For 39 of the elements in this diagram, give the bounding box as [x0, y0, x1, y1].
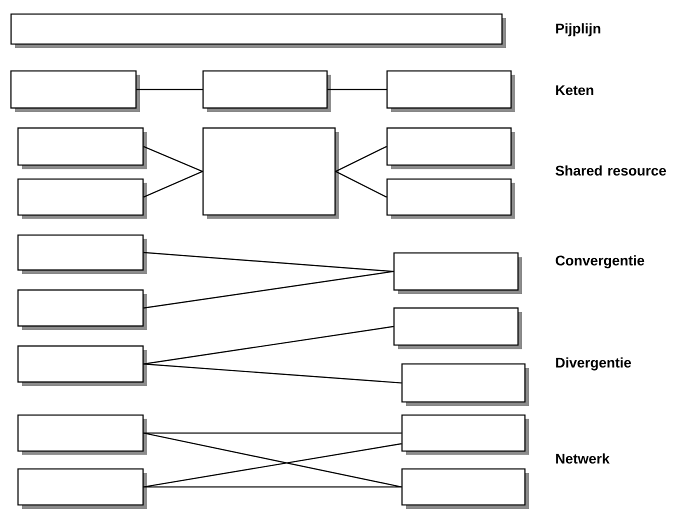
- shadowed-box: [10, 14, 506, 48]
- row-label: Pijplijn: [556, 23, 600, 36]
- connector-line: [144, 432, 402, 434]
- shadowed-box: [202, 70, 331, 112]
- row-label: Convergentie: [556, 255, 644, 268]
- row-label: Keten: [556, 85, 594, 96]
- shadowed-box: [17, 127, 147, 170]
- connector-line: [143, 146, 203, 172]
- shadowed-box: [17, 414, 147, 455]
- shadowed-box: [17, 289, 147, 330]
- shadowed-box: [17, 234, 147, 274]
- shadowed-box: [10, 70, 140, 112]
- shadowed-box: [17, 345, 147, 386]
- shadowed-box: [386, 70, 515, 112]
- shadowed-box: [386, 127, 515, 170]
- shadowed-box: [401, 414, 530, 455]
- shadowed-box: [17, 468, 147, 510]
- connector-line: [144, 270, 394, 309]
- connector-line: [144, 326, 394, 365]
- row-label: Netwerk: [556, 453, 610, 464]
- shadowed-box: [202, 127, 339, 219]
- connector-line: [143, 170, 203, 198]
- row-label: Divergentie: [556, 357, 631, 370]
- connector-line: [144, 443, 402, 488]
- connector-line: [328, 88, 386, 90]
- connector-line: [136, 88, 202, 90]
- connector-line: [144, 486, 402, 488]
- connector-line: [144, 432, 402, 488]
- shadowed-box: [386, 178, 515, 219]
- shadowed-box: [393, 252, 522, 294]
- connector-line: [144, 363, 402, 384]
- shadowed-box: [393, 307, 522, 350]
- connector-line: [335, 146, 387, 172]
- shadowed-box: [401, 363, 530, 406]
- connector-line: [335, 170, 387, 198]
- shadowed-box: [17, 178, 147, 219]
- row-label: Shared resource: [556, 165, 666, 176]
- connector-line: [144, 252, 394, 272]
- shadowed-box: [401, 468, 530, 510]
